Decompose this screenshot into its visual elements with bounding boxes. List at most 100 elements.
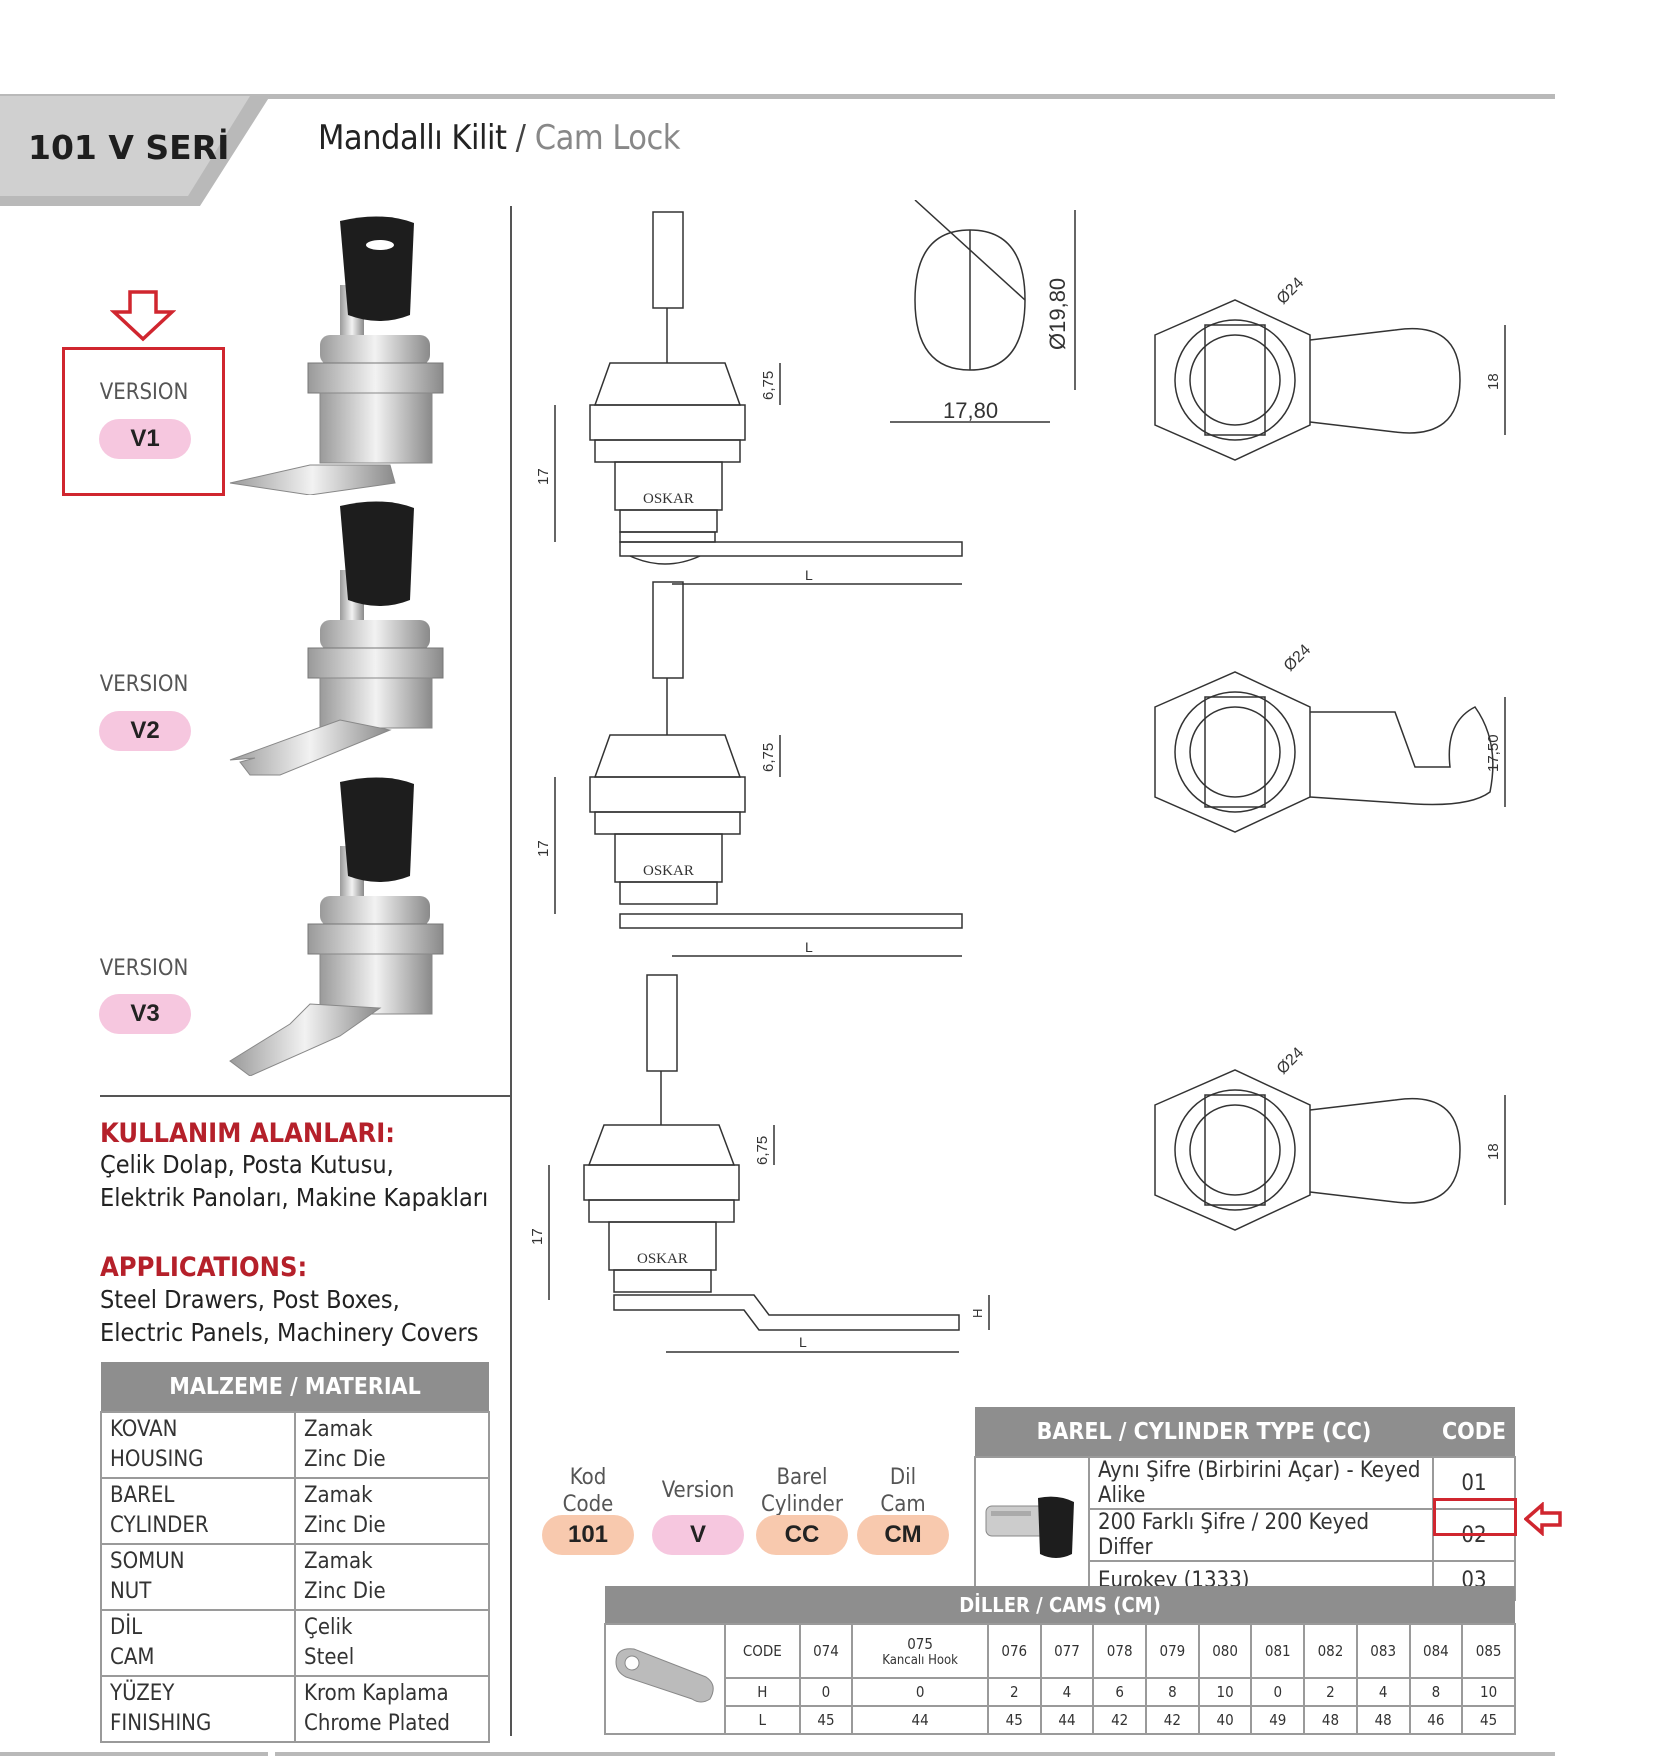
- page-title: Mandallı Kilit / Cam Lock: [318, 118, 681, 158]
- usage-line-tr-2: Elektrik Panoları, Makine Kapakları: [100, 1183, 489, 1212]
- barrel-section: Ø19,80 17,80: [890, 200, 1076, 423]
- cam-l: 48: [1303, 1705, 1358, 1735]
- usage-line-en-1: Steel Drawers, Post Boxes,: [100, 1285, 400, 1314]
- cam-h: 8: [1408, 1677, 1464, 1707]
- part-tr: KOVAN: [110, 1417, 178, 1442]
- cam-h: 0: [851, 1677, 989, 1707]
- svg-text:L: L: [805, 939, 813, 955]
- part-tr: SOMUN: [110, 1549, 185, 1574]
- cam-code: 080: [1197, 1623, 1253, 1679]
- table-row: H 0 0 2 4 6 8 10 0 2 4 8 10: [605, 1677, 1516, 1707]
- svg-text:L: L: [799, 1334, 807, 1350]
- svg-text:Ø24: Ø24: [1281, 641, 1314, 674]
- left-arrow-icon: [1524, 1502, 1562, 1536]
- cam-l: 42: [1145, 1705, 1200, 1735]
- version-v2-badge: V2: [99, 711, 191, 751]
- mat-en: Chrome Plated: [304, 1711, 450, 1736]
- part-en: CYLINDER: [110, 1513, 209, 1538]
- svg-text:17,80: 17,80: [943, 398, 998, 423]
- mat-tr: Zamak: [304, 1549, 373, 1574]
- brand-mark: OSKAR: [643, 491, 694, 507]
- cam-code: 076: [986, 1623, 1042, 1679]
- series-tab: [0, 96, 270, 206]
- part-en: NUT: [110, 1579, 152, 1604]
- side-view-v1: OSKAR 17 6,75 L: [535, 211, 963, 585]
- cam-l: 45: [798, 1705, 854, 1735]
- left-divider: [100, 1095, 510, 1097]
- cam-hook-note: Kancalı Hook: [882, 1652, 958, 1668]
- cam-l: 48: [1355, 1705, 1411, 1735]
- version-v1-highlight: [62, 347, 225, 496]
- title-tr: Mandallı Kilit: [318, 118, 507, 158]
- svg-text:Ø19,80: Ø19,80: [1045, 278, 1070, 350]
- cylinder-header: BAREL / CYLINDER TYPE (CC): [975, 1407, 1433, 1457]
- cam-h: 0: [1250, 1677, 1306, 1707]
- svg-text:OSKAR: OSKAR: [637, 1251, 688, 1267]
- cams-code-label: CODE: [724, 1623, 801, 1679]
- table-row: L 45 44 45 44 42 42 40 49 48 48 46 45: [605, 1705, 1516, 1735]
- version-v1-badge: V1: [99, 419, 191, 459]
- cam-h: 2: [1303, 1677, 1358, 1707]
- cam-l: 44: [851, 1705, 989, 1735]
- cylinder-code-header: CODE: [1433, 1407, 1515, 1457]
- table-row: 200 Farklı Şifre / 200 Keyed Differ 02: [975, 1508, 1516, 1562]
- cam-code: 085: [1461, 1623, 1516, 1679]
- label-line1: Dil: [889, 1465, 917, 1490]
- cam-code: 084: [1408, 1623, 1464, 1679]
- order-code-cm-badge: CM: [857, 1515, 949, 1555]
- top-rule: [0, 94, 1555, 99]
- part-en: HOUSING: [110, 1447, 204, 1472]
- order-code-label-version: Version: [648, 1477, 748, 1504]
- cam-image: [604, 1623, 726, 1735]
- cylinder-desc: Aynı Şifre (Birbirini Açar) - Keyed Alik…: [1088, 1456, 1434, 1510]
- svg-text:6,75: 6,75: [760, 743, 777, 772]
- cylinder-key-icon: [985, 1496, 1074, 1558]
- svg-text:H: H: [970, 1309, 985, 1318]
- cam-h: 10: [1461, 1677, 1516, 1707]
- svg-text:18: 18: [1485, 373, 1502, 390]
- svg-text:6,75: 6,75: [760, 371, 777, 400]
- front-view-v2: 17,50 Ø24: [1154, 641, 1506, 833]
- front-view-v3: 18 Ø24: [1154, 1044, 1506, 1231]
- side-view-v2: OSKAR 17 6,75 L: [535, 581, 963, 957]
- cylinder-table: BAREL / CYLINDER TYPE (CC) CODE Aynı Şif…: [974, 1407, 1516, 1601]
- label-line2: Cylinder: [761, 1492, 843, 1517]
- svg-text:Ø24: Ø24: [1274, 274, 1307, 307]
- cam-l: 45: [1461, 1705, 1516, 1735]
- lock-v2-image: [229, 501, 444, 776]
- mat-en: Zinc Die: [304, 1447, 386, 1472]
- technical-drawing: OSKAR 17 6,75 L Ø19,80 17,80 18 Ø24: [529, 200, 1506, 1353]
- svg-text:17: 17: [529, 1228, 546, 1245]
- cam-h: 10: [1197, 1677, 1253, 1707]
- part-tr: YÜZEY: [110, 1681, 175, 1706]
- usage-line-tr-1: Çelik Dolap, Posta Kutusu,: [100, 1150, 394, 1179]
- cam-l: 42: [1092, 1705, 1148, 1735]
- cam-h: 4: [1039, 1677, 1095, 1707]
- cam-icon: [615, 1648, 714, 1703]
- cam-code: 075: [907, 1634, 933, 1653]
- mat-en: Zinc Die: [304, 1579, 386, 1604]
- svg-text:L: L: [805, 567, 813, 583]
- version-label-v3: VERSION: [99, 956, 189, 981]
- cam-l: 45: [986, 1705, 1042, 1735]
- down-arrow-icon: [110, 290, 176, 342]
- material-header: MALZEME / MATERIAL: [101, 1362, 489, 1412]
- part-en: FINISHING: [110, 1711, 212, 1736]
- usage-title-en: APPLICATIONS:: [100, 1252, 308, 1283]
- svg-text:OSKAR: OSKAR: [643, 863, 694, 879]
- title-separator: /: [515, 118, 526, 158]
- version-label-v2: VERSION: [99, 672, 189, 697]
